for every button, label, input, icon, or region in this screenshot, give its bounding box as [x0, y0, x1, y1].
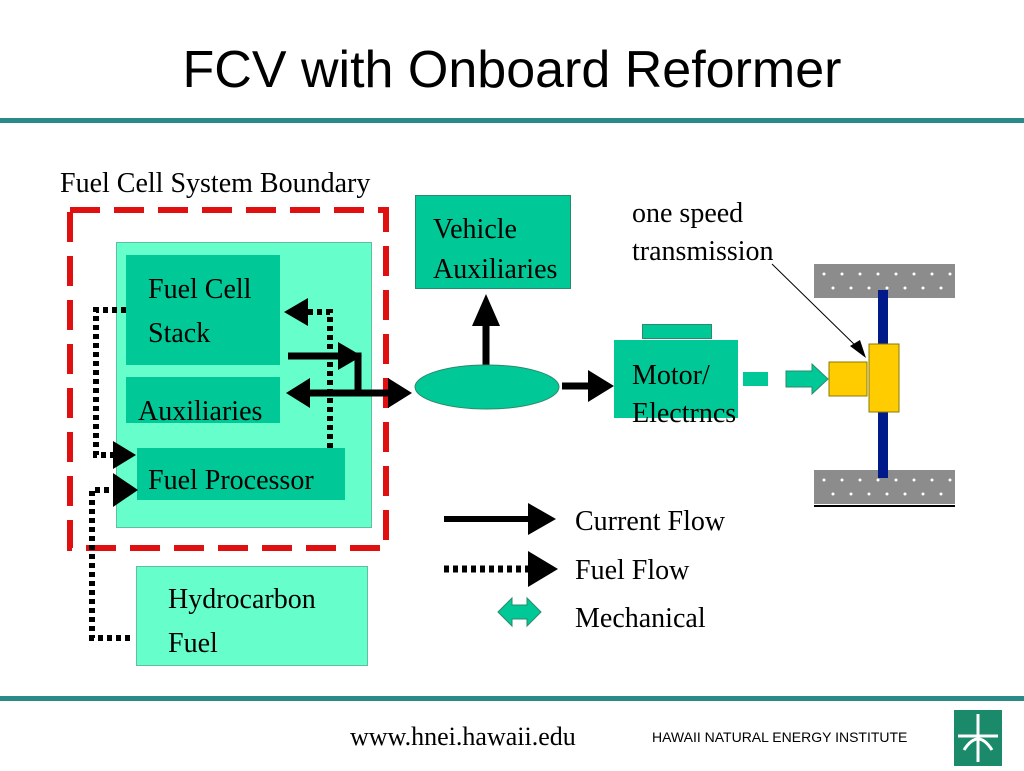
bottom-divider — [0, 696, 1024, 701]
fuel-processor-box — [137, 448, 345, 500]
legend-fuel-flow: Fuel Flow — [575, 555, 690, 586]
institute-name: HAWAII NATURAL ENERGY INSTITUTE — [652, 729, 908, 745]
system-boundary — [67, 207, 389, 551]
transmission-gear — [868, 343, 900, 413]
logo-emblem-icon — [958, 714, 998, 762]
motor-box — [614, 340, 738, 418]
fuel-cell-stack-box — [126, 255, 280, 365]
power-node — [414, 364, 560, 410]
wheel-tread-dots — [822, 272, 952, 496]
auxiliaries-label: Auxiliaries — [138, 396, 263, 427]
institute-logo — [954, 710, 1002, 766]
legend — [444, 503, 558, 628]
fuel-processor-label: Fuel Processor — [148, 465, 314, 496]
transmission-pointer — [771, 263, 861, 351]
current-flow-arrowheads — [286, 294, 614, 408]
hydrocarbon-fuel-box — [136, 566, 368, 666]
page-title: FCV with Onboard Reformer — [182, 41, 842, 99]
motor-label: Motor/ Electrncs — [632, 360, 737, 429]
mechanical-shaft — [743, 372, 768, 386]
fuel-cell-stack-label: Fuel Cell Stack — [148, 274, 252, 349]
fuel-flow-lines — [89, 307, 333, 641]
legend-current-flow: Current Flow — [575, 506, 726, 537]
vehicle-auxiliaries-label: Vehicle Auxiliaries — [433, 214, 558, 285]
boundary-label: Fuel Cell System Boundary — [60, 168, 371, 199]
vehicle-auxiliaries-box — [415, 195, 571, 289]
top-divider — [0, 118, 1024, 123]
mechanical-arrow — [785, 362, 829, 396]
motor-top-tab — [642, 324, 712, 339]
auxiliaries-box — [126, 377, 280, 423]
hydrocarbon-fuel-label: Hydrocarbon Fuel — [168, 584, 316, 659]
fuel-flow-arrowheads — [113, 298, 308, 507]
legend-mechanical: Mechanical — [575, 603, 706, 634]
transmission-input — [828, 361, 868, 397]
footer-url: www.hnei.hawaii.edu — [350, 722, 576, 751]
transmission-label: one speed transmission — [632, 198, 774, 267]
